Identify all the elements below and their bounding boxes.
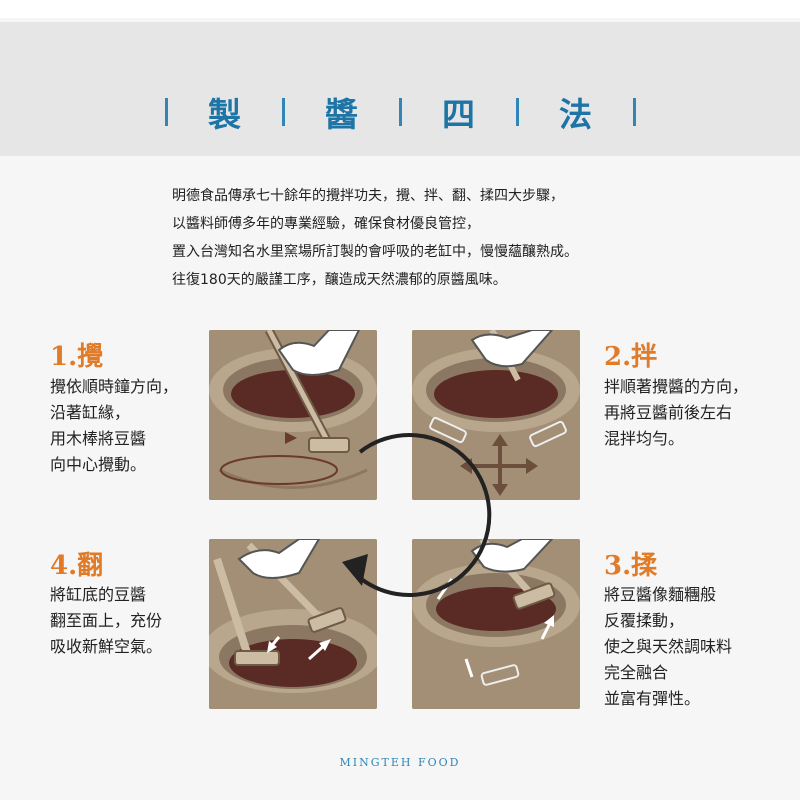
step-4-title: 4.翻 bbox=[50, 551, 104, 581]
title-divider bbox=[398, 98, 402, 126]
title-char: 四 bbox=[442, 95, 475, 134]
header-band bbox=[0, 22, 800, 156]
intro-line: 置入台灣知名水里窯場所訂製的會呼吸的老缸中，慢慢蘊釀熟成。 bbox=[172, 244, 578, 260]
stir-illustration bbox=[209, 330, 377, 500]
step-3-description: 將豆醬像麵糰般 反覆揉動， 使之與天然調味料 完全融合 並富有彈性。 bbox=[604, 582, 732, 712]
intro-line: 往復180天的嚴謹工序，釀造成天然濃郁的原醬風味。 bbox=[172, 272, 507, 288]
title-char: 製 bbox=[208, 95, 241, 134]
step-3-line: 完全融合 bbox=[604, 663, 669, 682]
step-3-line: 並富有彈性。 bbox=[604, 689, 701, 708]
step-1-line: 沿著缸緣， bbox=[50, 403, 131, 422]
cycle-arrow-icon bbox=[342, 433, 492, 597]
step-1-description: 攪依順時鐘方向， 沿著缸緣， 用木棒將豆醬 向中心攪動。 bbox=[50, 374, 178, 478]
title-divider bbox=[164, 98, 168, 126]
step-3-title: 3.揉 bbox=[604, 551, 658, 581]
brand-footer: MINGTEH FOOD bbox=[339, 756, 461, 769]
step-3-line: 使之與天然調味料 bbox=[604, 637, 733, 656]
step-1-line: 用木棒將豆醬 bbox=[50, 429, 147, 448]
step-1-line: 向中心攪動。 bbox=[50, 455, 147, 474]
step-4-line: 翻至面上，充份 bbox=[50, 611, 163, 630]
step-3-line: 反覆揉動， bbox=[604, 611, 685, 630]
step-2-line: 再將豆醬前後左右 bbox=[604, 403, 733, 422]
step-1-title: 1.攪 bbox=[50, 342, 104, 372]
title-char: 醬 bbox=[325, 95, 358, 134]
step-3-line: 將豆醬像麵糰般 bbox=[604, 585, 717, 604]
step-4-description: 將缸底的豆醬 翻至面上，充份 吸收新鮮空氣。 bbox=[50, 582, 162, 660]
step-4-line: 將缸底的豆醬 bbox=[50, 585, 147, 604]
title-divider bbox=[515, 98, 519, 126]
intro-line: 明德食品傳承七十餘年的攪拌功夫，攪、拌、翻、揉四大步驟， bbox=[172, 188, 564, 204]
knead-illustration bbox=[412, 539, 580, 709]
step-2-description: 拌順著攪醬的方向， 再將豆醬前後左右 混拌均勻。 bbox=[604, 374, 748, 452]
step-2-title: 2.拌 bbox=[604, 342, 658, 372]
step-2-line: 混拌均勻。 bbox=[604, 429, 685, 448]
intro-paragraph: 明德食品傳承七十餘年的攪拌功夫，攪、拌、翻、揉四大步驟， 以醬料師傅多年的專業經… bbox=[172, 182, 642, 294]
title-char: 法 bbox=[559, 95, 592, 134]
step-1-line: 攪依順時鐘方向， bbox=[50, 377, 179, 396]
step-2-line: 拌順著攪醬的方向， bbox=[604, 377, 749, 396]
title-divider bbox=[632, 98, 636, 126]
step-4-line: 吸收新鮮空氣。 bbox=[50, 637, 163, 656]
mix-illustration bbox=[412, 330, 580, 500]
intro-line: 以醬料師傅多年的專業經驗，確保食材優良管控， bbox=[172, 216, 480, 232]
page-title: 製 醬 四 法 bbox=[0, 92, 800, 134]
title-divider bbox=[281, 98, 285, 126]
